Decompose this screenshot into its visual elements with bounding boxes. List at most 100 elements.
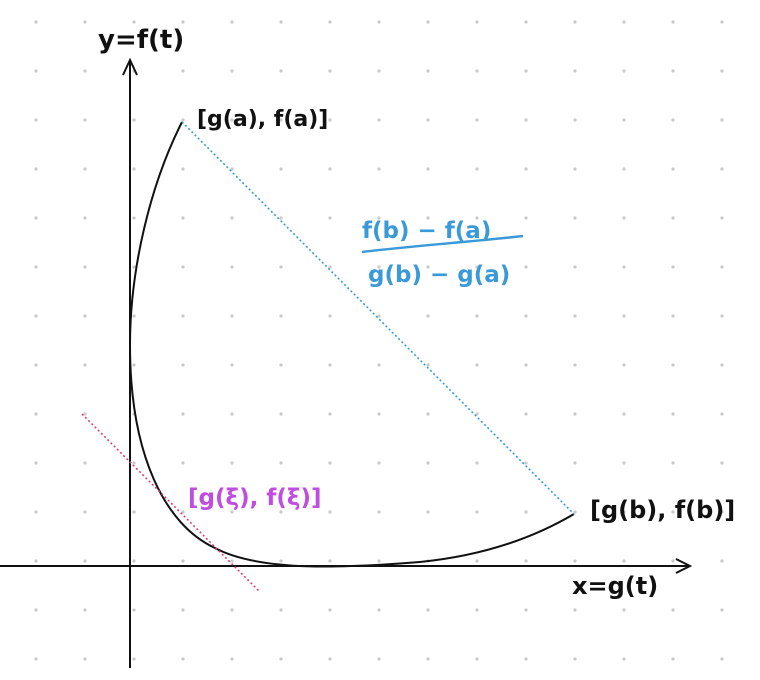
tangent-line	[81, 413, 261, 593]
grid-dot	[34, 216, 38, 220]
grid-dot	[230, 559, 234, 563]
grid-dot	[426, 216, 430, 220]
grid-dot	[720, 363, 724, 367]
grid-dot	[622, 461, 626, 465]
grid-dot	[279, 216, 283, 220]
grid-dot	[279, 510, 283, 514]
grid-dot	[132, 216, 136, 220]
grid-dot	[622, 118, 626, 122]
grid-dot	[377, 559, 381, 563]
grid-dot	[622, 314, 626, 318]
grid-dot	[181, 118, 185, 122]
grid-dot	[132, 608, 136, 612]
grid-dot	[524, 216, 528, 220]
grid-dot	[328, 510, 332, 514]
grid-dot	[230, 461, 234, 465]
grid-dot	[34, 559, 38, 563]
grid-dot	[230, 20, 234, 24]
grid-dot	[524, 559, 528, 563]
grid-dot	[426, 363, 430, 367]
grid-dot	[230, 412, 234, 416]
grid-dot	[34, 118, 38, 122]
grid-dot	[524, 118, 528, 122]
grid-dot	[328, 461, 332, 465]
grid-dot	[671, 363, 675, 367]
grid-dot	[377, 216, 381, 220]
grid-dot	[622, 363, 626, 367]
grid-dot	[475, 69, 479, 73]
grid-dot	[671, 69, 675, 73]
grid-dot	[573, 657, 577, 661]
grid-dot	[132, 559, 136, 563]
grid-dot	[83, 412, 87, 416]
grid-dot	[230, 216, 234, 220]
slope-numerator: f(b) − f(a)	[362, 218, 491, 244]
grid-dot	[34, 20, 38, 24]
grid-dot	[720, 314, 724, 318]
grid-dot	[524, 69, 528, 73]
grid-dot	[230, 167, 234, 171]
grid-dot	[230, 118, 234, 122]
grid-dot	[524, 20, 528, 24]
grid-dot	[573, 216, 577, 220]
grid-dot	[524, 265, 528, 269]
grid-dot	[671, 657, 675, 661]
grid-dot	[475, 167, 479, 171]
grid-dot	[671, 608, 675, 612]
grid-dot	[720, 412, 724, 416]
grid-dot	[720, 559, 724, 563]
grid-dot	[132, 314, 136, 318]
grid-dot	[230, 363, 234, 367]
grid-dot	[720, 167, 724, 171]
grid-dot	[328, 69, 332, 73]
grid-dot	[328, 314, 332, 318]
grid-dot	[132, 118, 136, 122]
grid-dot	[377, 461, 381, 465]
grid-dot	[377, 363, 381, 367]
grid-dot	[475, 363, 479, 367]
grid-dot	[328, 412, 332, 416]
grid-dot	[181, 314, 185, 318]
parametric-curve	[128, 121, 575, 568]
point-a-label: [g(a), f(a)]	[197, 107, 328, 132]
grid-dot	[720, 20, 724, 24]
grid-dot	[181, 216, 185, 220]
grid-dot	[573, 461, 577, 465]
grid-dot	[83, 167, 87, 171]
grid-dot	[83, 216, 87, 220]
grid-dot	[34, 167, 38, 171]
grid-dot	[426, 118, 430, 122]
grid-dot	[622, 167, 626, 171]
grid-dot	[181, 510, 185, 514]
grid-dot	[622, 657, 626, 661]
grid-dot	[622, 20, 626, 24]
grid-dot	[475, 559, 479, 563]
grid-dot	[377, 167, 381, 171]
y-axis-arrowhead	[122, 57, 138, 76]
grid-dot	[181, 657, 185, 661]
grid-dot	[132, 510, 136, 514]
grid-dot	[524, 608, 528, 612]
grid-dot	[279, 265, 283, 269]
grid-dot	[279, 118, 283, 122]
grid-dot	[328, 363, 332, 367]
grid-dot	[671, 314, 675, 318]
grid-dot	[671, 461, 675, 465]
grid-dot	[377, 265, 381, 269]
grid-dot	[83, 363, 87, 367]
grid-dot	[426, 412, 430, 416]
grid-dot	[132, 363, 136, 367]
grid-dot	[671, 20, 675, 24]
grid-dot	[83, 559, 87, 563]
grid-dot	[328, 118, 332, 122]
grid-dot	[671, 412, 675, 416]
grid-dot	[720, 69, 724, 73]
point-xi-label: [g(ξ), f(ξ)]	[188, 485, 321, 511]
grid-dot	[426, 461, 430, 465]
grid-dot	[671, 510, 675, 514]
grid-dot	[83, 657, 87, 661]
grid-dot	[622, 608, 626, 612]
point-b-label: [g(b), f(b)]	[590, 496, 735, 524]
grid-dot	[573, 69, 577, 73]
grid-dot	[34, 608, 38, 612]
